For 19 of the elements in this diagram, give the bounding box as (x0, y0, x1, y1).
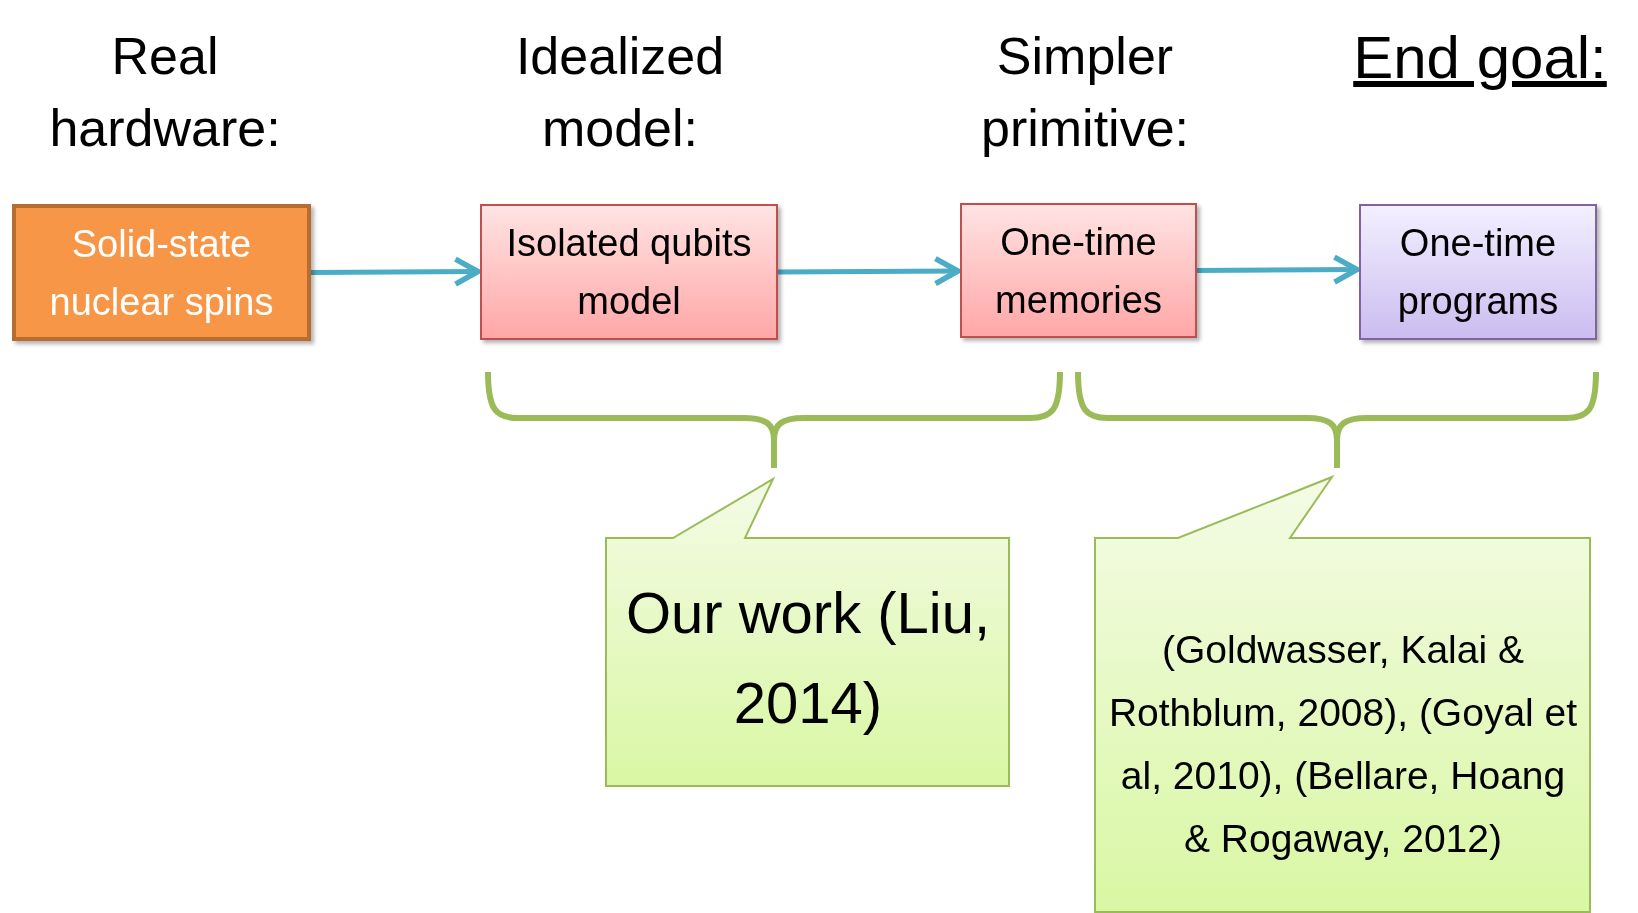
box-label: One-time programs (1396, 221, 1560, 324)
arrow (778, 255, 961, 287)
column-heading: Simpler primitive: (980, 26, 1190, 159)
process-box (480, 204, 778, 340)
box-label: Isolated qubits model (505, 221, 753, 324)
arrow (311, 256, 481, 287)
process-box (960, 203, 1197, 338)
column-heading: Real hardware: (48, 26, 282, 159)
box-label: Solid-state nuclear spins (48, 221, 275, 325)
arrow (1197, 254, 1360, 285)
speech-bubble (605, 478, 1011, 788)
column-heading: Idealized model: (514, 26, 726, 159)
process-box (1359, 204, 1597, 340)
callout-text: (Goldwasser, Kalai & Rothblum, 2008), (Goyal et al, 2010), (Bellare, Hoang & Rogaway, 2012) (1108, 627, 1578, 862)
column-heading: End goal: (1352, 23, 1608, 93)
process-box (12, 204, 311, 341)
box-label: One-time memories (994, 219, 1163, 323)
speech-bubble (1094, 476, 1592, 913)
callout-text: Our work (Liu, 2014) (624, 579, 992, 737)
